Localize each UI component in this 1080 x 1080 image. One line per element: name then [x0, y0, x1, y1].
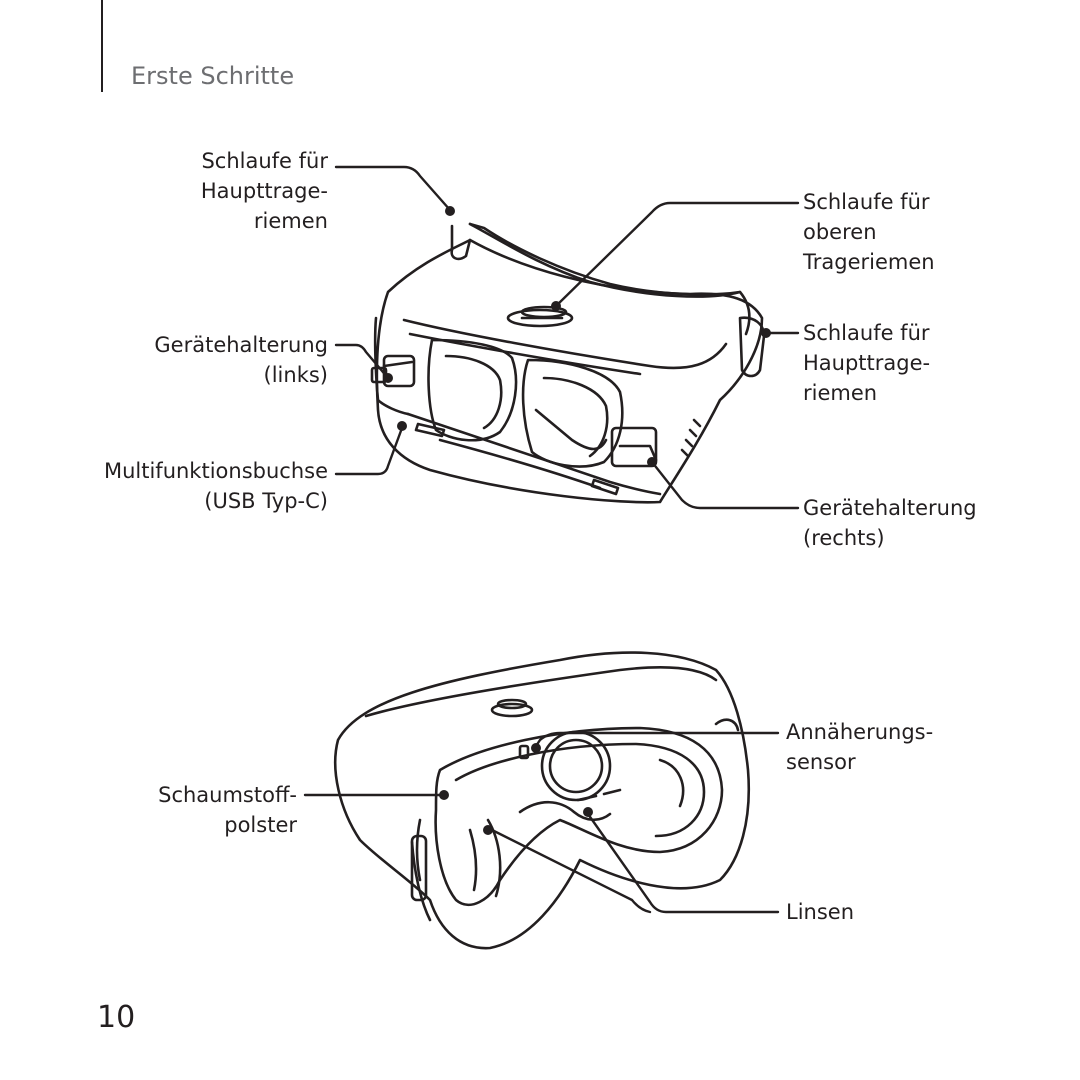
- section-title: Erste Schritte: [131, 62, 295, 90]
- page-number: 10: [97, 1000, 136, 1035]
- label-device-holder-right: Gerätehalterung (rechts): [803, 496, 977, 550]
- label-proximity-sensor: Annäherungs- sensor: [786, 720, 934, 774]
- label-strap-loop-main-left: Schlaufe für Haupttrage- riemen: [200, 149, 328, 233]
- label-foam-cushion: Schaumstoff- polster: [158, 783, 297, 837]
- margin-rule: [101, 0, 103, 92]
- label-lenses: Linsen: [786, 900, 855, 924]
- headset-front-illustration: [370, 222, 766, 504]
- label-strap-loop-main-right: Schlaufe für Haupttrage- riemen: [803, 321, 931, 405]
- label-usb-port: Multifunktionsbuchse (USB Typ-C): [103, 459, 328, 513]
- label-device-holder-left: Gerätehalterung (links): [154, 333, 328, 387]
- headset-rear-illustration: [334, 651, 751, 950]
- label-strap-loop-top: Schlaufe für oberen Trageriemen: [803, 190, 935, 274]
